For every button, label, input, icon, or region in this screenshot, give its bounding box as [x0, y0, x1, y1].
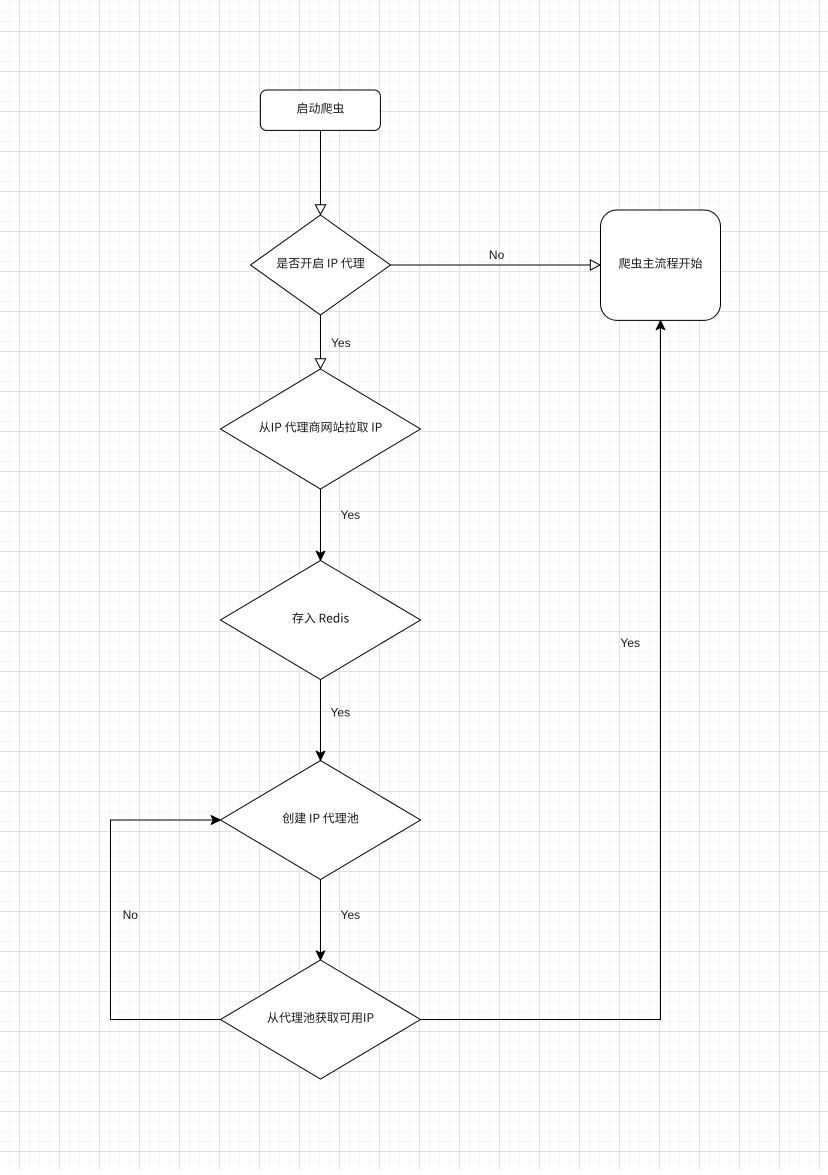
- svg-text:No: No: [123, 908, 139, 922]
- svg-text:Yes: Yes: [341, 908, 361, 922]
- svg-text:No: No: [489, 248, 505, 262]
- svg-text:Yes: Yes: [341, 508, 361, 522]
- svg-text:Yes: Yes: [331, 706, 351, 720]
- svg-text:Yes: Yes: [620, 636, 640, 650]
- svg-text:Yes: Yes: [331, 336, 351, 350]
